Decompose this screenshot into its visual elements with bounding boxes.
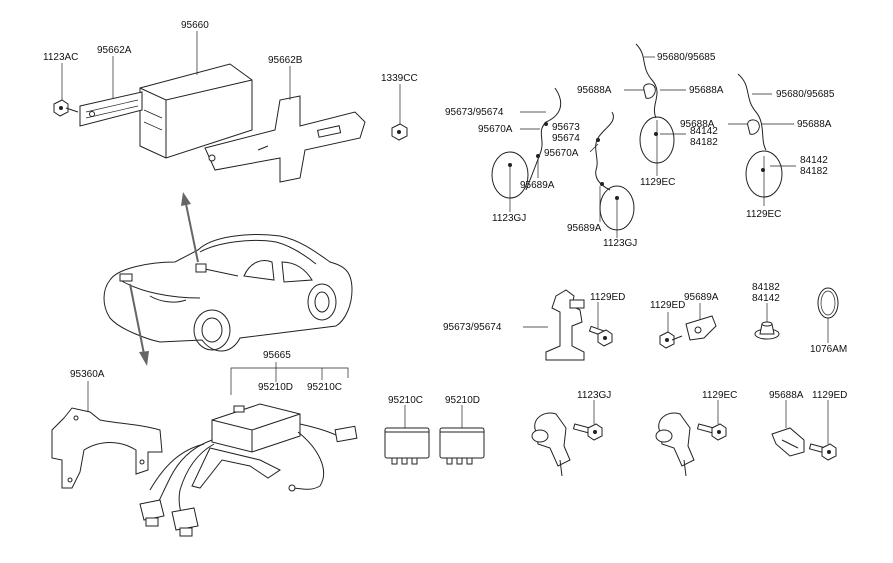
label-95689A-b: 95689A [567,223,602,234]
label-95670A-b: 95670A [544,148,579,159]
label-84182-c: 84182 [752,282,780,293]
label-1123GJ-b: 1123GJ [603,238,638,249]
label-95688A-c: 95688A [680,119,715,130]
label-1123GJ-a: 1123GJ [492,213,527,224]
label-84182-b: 84182 [800,166,828,177]
label-95662A: 95662A [97,45,132,56]
label-95673: 95673 [552,122,580,133]
label-1129EC-c: 1129EC [702,390,738,401]
bolt-1129EC [696,423,727,441]
label-95688A-d: 95688A [797,119,832,130]
label-95665: 95665 [263,350,291,361]
label-84142-a: 84142 [690,126,718,137]
label-1129ED-a: 1129ED [590,292,626,303]
sensor-wire-left [491,87,562,212]
sensor-bracket-95673-95674 [545,289,585,361]
clip-95689A [685,315,717,341]
label-95673-95674-b: 95673/95674 [443,322,502,333]
label-1076AM: 1076AM [810,344,848,355]
sensor-wire-right-b [737,73,783,206]
label-95688A-e: 95688A [769,390,804,401]
sensor-wire-middle [595,111,635,238]
bracket-95662B [204,95,366,183]
label-95674: 95674 [552,133,580,144]
relay-95210D [439,427,485,465]
bracket-95662A [79,91,143,127]
bolt-1129ED-a [588,325,613,347]
nut-1339CC [391,123,408,141]
car-illustration [103,234,353,352]
label-1339CC: 1339CC [381,73,418,84]
label-95210C-b: 95210C [388,395,424,406]
label-95670A-a: 95670A [478,124,513,135]
label-95673-95674-a: 95673/95674 [445,107,504,118]
wheel-sensor-a [531,412,571,477]
label-84182-a: 84182 [690,137,718,148]
label-84142-b: 84142 [800,155,828,166]
label-95210C-a: 95210C [307,382,343,393]
clip-95688A [771,427,805,457]
relay-95210C [384,427,430,465]
label-1129ED-b: 1129ED [650,300,686,311]
sensor-wire-right-a [635,43,675,176]
label-1123GJ-c: 1123GJ [577,390,612,401]
label-1129EC-a: 1129EC [640,177,676,188]
label-95210D-a: 95210D [258,382,294,393]
label-95688A-a: 95688A [577,85,612,96]
control-module-95660 [139,63,253,159]
label-95210D-b: 95210D [445,395,481,406]
bolt-1129ED-b [659,331,683,349]
label-95688A-b: 95688A [689,85,724,96]
relay-box-95665 [139,403,358,537]
bracket-95360A [51,407,163,489]
label-95689A-c: 95689A [684,292,719,303]
label-95680-95685-b: 95680/95685 [776,89,835,100]
label-1129ED-c: 1129ED [812,390,848,401]
label-95680-95685-a: 95680/95685 [657,52,716,63]
bolt-1123GJ [572,423,603,441]
label-95662B: 95662B [268,55,303,66]
label-1129EC-b: 1129EC [746,209,782,220]
wheel-sensor-b [655,412,695,477]
label-1123AC: 1123AC [43,52,79,63]
plug-1076AM [817,287,839,319]
label-95689A-a: 95689A [520,180,555,191]
label-95660: 95660 [181,20,209,31]
bolt-1123AC [53,99,79,117]
pointer-arrows [129,192,199,366]
bolt-1129ED-c [808,443,837,461]
label-84142-c: 84142 [752,293,780,304]
label-95360A: 95360A [70,369,105,380]
grommet-84182-84142 [754,321,780,340]
